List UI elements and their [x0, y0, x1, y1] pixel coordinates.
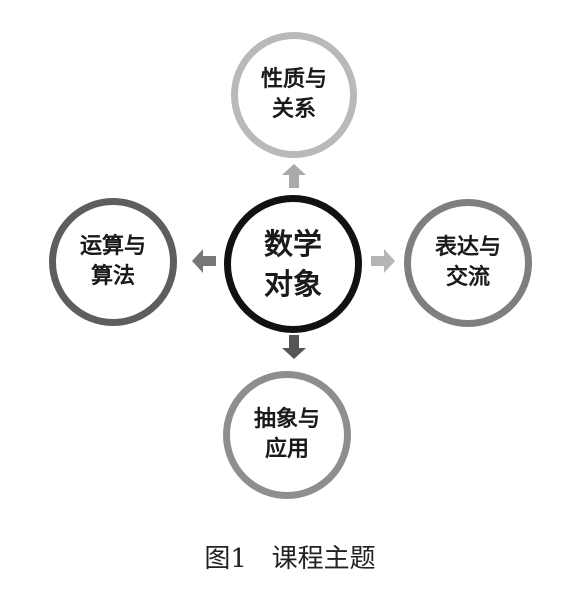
node-operations-algorithms: 运算与 算法	[49, 198, 177, 326]
node-top-line2: 关系	[271, 97, 316, 122]
figure-caption: 图1 课程主题	[204, 544, 376, 574]
arrow-left-icon	[192, 249, 216, 273]
node-left-line2: 算法	[90, 264, 135, 289]
node-mathematical-objects: 数学 对象	[224, 195, 362, 333]
node-abstraction-application: 抽象与 应用	[223, 371, 351, 499]
arrow-right-icon	[371, 249, 395, 273]
node-top-line1: 性质与	[260, 67, 327, 92]
node-bottom-line2: 应用	[264, 437, 309, 462]
node-right-line2: 交流	[445, 265, 490, 290]
node-center-line1: 数学	[263, 227, 322, 261]
node-expression-communication: 表达与 交流	[404, 199, 532, 327]
arrow-down-icon	[282, 335, 306, 359]
node-left-line1: 运算与	[79, 234, 146, 259]
node-bottom-line1: 抽象与	[253, 407, 320, 432]
node-properties-relations: 性质与 关系	[231, 32, 357, 158]
arrow-up-icon	[282, 164, 306, 188]
node-right-line1: 表达与	[434, 235, 501, 260]
node-center-line2: 对象	[263, 267, 322, 301]
